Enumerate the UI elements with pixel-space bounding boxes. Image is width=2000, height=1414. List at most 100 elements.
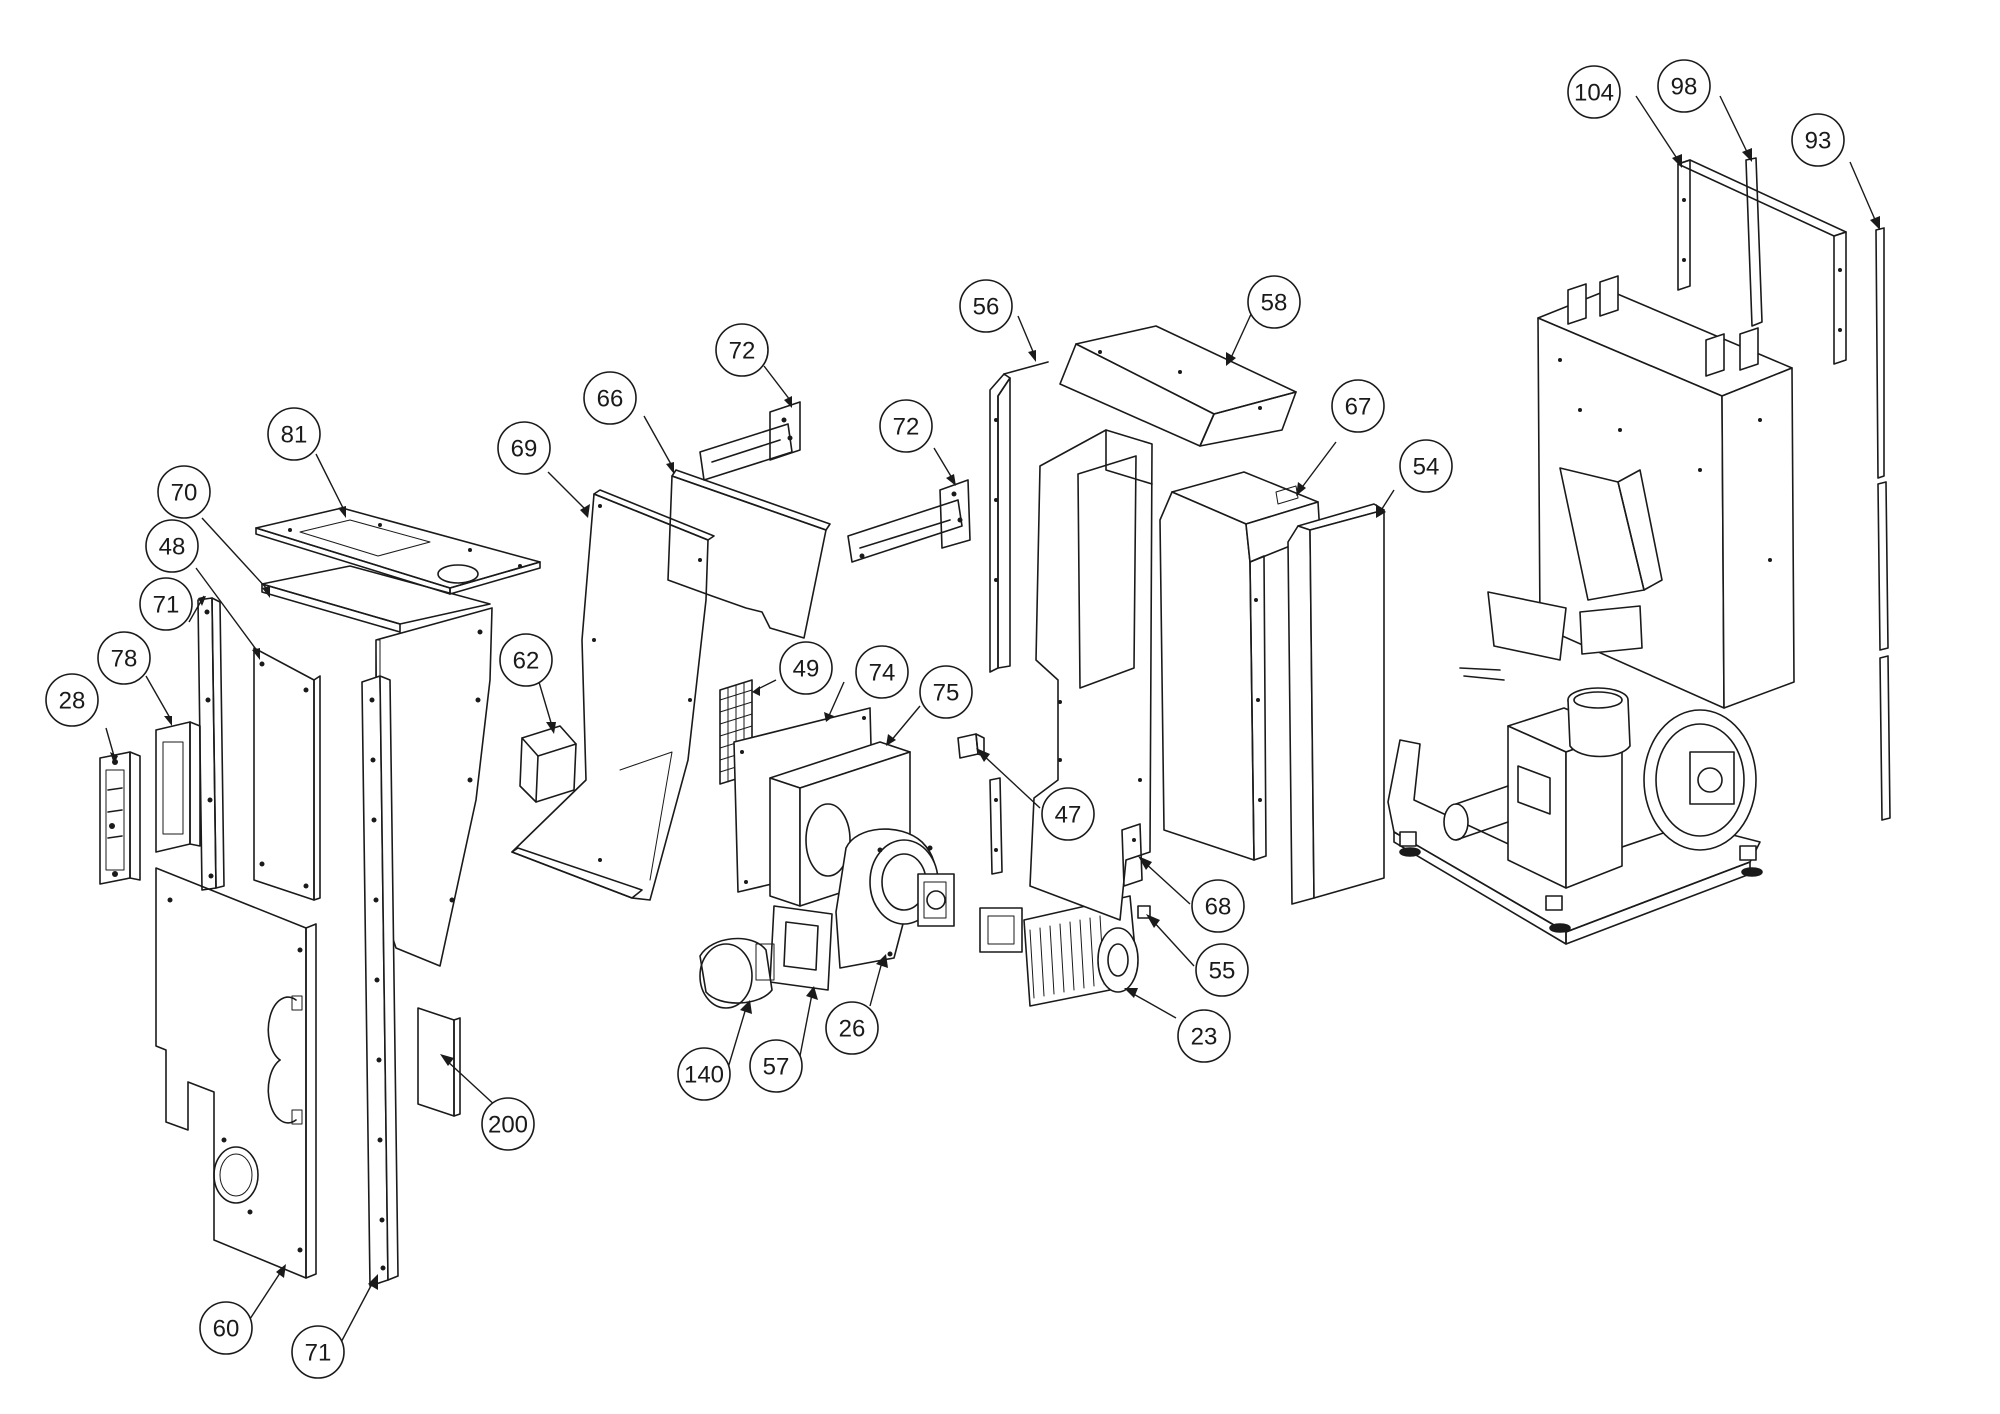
leader-69 <box>547 471 587 511</box>
leader-lines <box>105 95 1880 1349</box>
callout-71-label: 71 <box>305 1340 332 1367</box>
callout-140: 140 <box>677 1047 731 1101</box>
callout-57: 57 <box>749 1039 803 1093</box>
part-23-tangential-fan <box>979 895 1139 1007</box>
callout-60-label: 60 <box>213 1316 240 1343</box>
leader-71b <box>337 1279 375 1349</box>
callout-67-label: 67 <box>1345 394 1372 421</box>
part-78-display-frame <box>155 721 201 853</box>
leader-72b <box>933 447 953 479</box>
part-71-front-strip <box>361 675 399 1287</box>
leader-78 <box>145 675 171 719</box>
callout-98-label: 98 <box>1671 74 1698 101</box>
callout-26: 26 <box>825 1001 879 1055</box>
callout-200: 200 <box>481 1097 535 1151</box>
callout-72-label: 72 <box>893 414 920 441</box>
callout-68: 68 <box>1191 879 1245 933</box>
callout-71: 71 <box>139 577 193 631</box>
part-104-frame <box>1677 159 1847 365</box>
callout-67: 67 <box>1331 379 1385 433</box>
part-200-plate <box>417 1007 461 1117</box>
callout-72: 72 <box>715 323 769 377</box>
part-72-bracket-upper <box>699 401 801 481</box>
callout-71-label: 71 <box>153 592 180 619</box>
callout-62: 62 <box>499 633 553 687</box>
callout-140-label: 140 <box>684 1062 724 1089</box>
callout-69-label: 69 <box>511 436 538 463</box>
leader-68 <box>1143 861 1191 905</box>
part-26-blower <box>835 828 955 969</box>
part-62-bracket-box <box>519 725 577 803</box>
callout-56: 56 <box>959 279 1013 333</box>
leader-66 <box>643 415 673 467</box>
callout-54-label: 54 <box>1413 454 1440 481</box>
callout-200-label: 200 <box>488 1112 528 1139</box>
callout-23: 23 <box>1177 1009 1231 1063</box>
callout-47: 47 <box>1041 787 1095 841</box>
part-98-strip <box>1745 157 1763 327</box>
part-inner-back-panel <box>1029 429 1153 921</box>
leader-74 <box>827 681 845 719</box>
part-57-flange-plate <box>769 905 833 991</box>
callout-55: 55 <box>1195 943 1249 997</box>
callout-57-label: 57 <box>763 1054 790 1081</box>
leader-60 <box>247 1269 283 1323</box>
part-28-control-panel <box>99 751 141 885</box>
leader-55 <box>1151 919 1195 967</box>
callout-75: 75 <box>919 665 973 719</box>
callout-104: 104 <box>1567 65 1621 119</box>
callout-62-label: 62 <box>513 648 540 675</box>
callout-72-label: 72 <box>729 338 756 365</box>
callout-23-label: 23 <box>1191 1024 1218 1051</box>
part-67-rear-column <box>1159 471 1321 861</box>
leader-93 <box>1849 161 1877 223</box>
callout-70-label: 70 <box>171 480 198 507</box>
callout-71: 71 <box>291 1325 345 1379</box>
part-66-rear-panel <box>667 469 831 639</box>
callout-56-label: 56 <box>973 294 1000 321</box>
callout-74: 74 <box>855 645 909 699</box>
leader-140 <box>727 1007 747 1069</box>
callout-47-label: 47 <box>1055 802 1082 829</box>
part-56-side-rail <box>989 361 1049 875</box>
leader-23 <box>1129 991 1177 1019</box>
leader-81 <box>315 453 345 511</box>
leader-67 <box>1299 441 1337 491</box>
callout-74-label: 74 <box>869 660 896 687</box>
part-93-long-strip <box>1875 227 1891 821</box>
callout-69: 69 <box>497 421 551 475</box>
leader-54 <box>1379 489 1395 513</box>
callout-58: 58 <box>1247 275 1301 329</box>
part-70-top-rim <box>261 565 491 633</box>
part-48-side-panel <box>253 647 321 901</box>
part-72-bracket-lower <box>847 479 971 563</box>
callout-55-label: 55 <box>1209 958 1236 985</box>
callout-49-label: 49 <box>793 656 820 683</box>
leader-47 <box>981 753 1041 809</box>
leader-70 <box>201 517 269 591</box>
callout-28: 28 <box>45 673 99 727</box>
callout-48-label: 48 <box>159 534 186 561</box>
leader-48 <box>195 567 259 653</box>
callout-78: 78 <box>97 631 151 685</box>
callout-48: 48 <box>145 519 199 573</box>
callout-81-label: 81 <box>281 422 308 449</box>
callout-104-label: 104 <box>1574 80 1614 107</box>
leader-98 <box>1719 95 1749 155</box>
leader-200 <box>445 1059 499 1109</box>
leader-75 <box>889 705 921 743</box>
callout-49: 49 <box>779 641 833 695</box>
callout-68-label: 68 <box>1205 894 1232 921</box>
callout-26-label: 26 <box>839 1016 866 1043</box>
leader-26 <box>869 961 883 1007</box>
callout-60: 60 <box>199 1301 253 1355</box>
callout-93-label: 93 <box>1805 128 1832 155</box>
callout-66: 66 <box>583 371 637 425</box>
part-main-assembly <box>1387 275 1795 945</box>
leader-72a <box>763 365 791 401</box>
callout-58-label: 58 <box>1261 290 1288 317</box>
part-60-door-panel <box>155 867 317 1279</box>
callout-75-label: 75 <box>933 680 960 707</box>
callout-72: 72 <box>879 399 933 453</box>
